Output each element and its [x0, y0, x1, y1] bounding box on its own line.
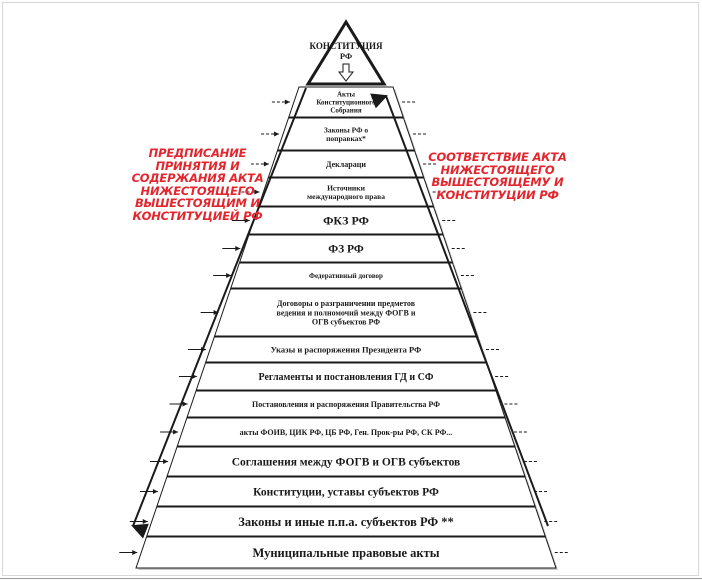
level-arrow-head: [213, 310, 219, 315]
level-arrow-head: [226, 273, 232, 278]
pyramid-level-8: Договоры о разграничении предметовведени…: [200, 288, 488, 338]
apex-triangle-shape: [305, 19, 387, 86]
level-arrow-head: [173, 429, 179, 435]
level-arrow-head: [182, 401, 188, 407]
level-label: Регламенты и постановления ГД и СФ: [259, 372, 434, 383]
level-box: [166, 446, 526, 477]
level-label: ФКЗ РФ: [323, 214, 369, 228]
level-label: Указы и распоряжения Президента РФ: [271, 345, 422, 355]
level-label: международного права: [307, 192, 385, 201]
apex-down-arrow-icon: [337, 63, 355, 82]
pyramid-level-6: ФЗ РФ: [222, 234, 466, 264]
level-label: Договоры о разграничении предметов: [277, 299, 416, 308]
level-label: Соглашения между ФОГВ и ОГВ субъектов: [232, 457, 461, 469]
left-long-arrow-down: [131, 87, 307, 539]
apex-label: РФ: [340, 51, 352, 61]
side-arrows: [131, 87, 549, 539]
level-label: поправках*: [326, 134, 366, 143]
level-box: [176, 417, 516, 447]
pyramid-level-3: Деклараци: [250, 150, 438, 179]
bottom-divider: [0, 578, 702, 579]
level-label: Собрания: [330, 107, 362, 115]
level-label: акты ФОИВ, ЦИК РФ, ЦБ РФ, Ген. Прок-ры Р…: [240, 428, 453, 437]
level-label: Источники: [327, 183, 365, 192]
pyramid-level-14: Конституции, уставы субъектов РФ: [139, 476, 549, 508]
level-arrow-head: [263, 161, 269, 167]
pyramid-level-11: Постановления и распоряжения Правительст…: [169, 390, 519, 419]
left-note-prescription: ПРЕДПИСАНИЕ ПРИНЯТИЯ И СОДЕРЖАНИЯ АКТА Н…: [131, 146, 264, 223]
level-arrow-head: [142, 519, 148, 524]
level-box: [186, 390, 506, 418]
level-arrow-head: [132, 550, 138, 555]
level-arrow-head: [152, 489, 158, 494]
level-label: Конституционного: [316, 99, 376, 107]
level-arrow-head: [274, 131, 280, 137]
level-label: ОГВ субъектов РФ: [312, 318, 380, 327]
level-box: [257, 177, 435, 207]
level-arrow-head: [235, 246, 241, 251]
level-box: [267, 150, 425, 178]
level-label: Конституции, уставы субъектов РФ: [253, 487, 439, 499]
level-label: Муниципальные правовые акты: [252, 546, 439, 560]
level-label: Постановления и распоряжения Правительст…: [252, 400, 440, 409]
level-box: [146, 506, 546, 537]
level-box: [276, 117, 416, 151]
level-label: ФЗ РФ: [328, 244, 364, 256]
level-arrow-head: [284, 99, 290, 105]
pyramid-level-16: Муниципальные правовые акты: [119, 536, 569, 570]
right-note-conformity: СООТВЕТСТВИЕ АКТА НИЖЕСТОЯЩЕГО ВЫШЕСТОЯЩ…: [428, 150, 567, 202]
pyramid-level-9: Указы и распоряжения Президента РФ: [188, 336, 500, 364]
pyramid-level-10: Регламенты и постановления ГД и СФ: [178, 362, 510, 392]
level-label: Акты: [337, 90, 356, 98]
pyramid-level-12: акты ФОИВ, ЦИК РФ, ЦБ РФ, Ген. Прок-ры Р…: [160, 417, 528, 448]
level-label: Законы и иные п.п.а. субъектов РФ **: [238, 515, 454, 529]
level-arrow-head: [163, 459, 169, 464]
level-box: [195, 362, 497, 391]
right-long-arrow-up: [370, 93, 549, 527]
level-label: ведения и полномочий между ФОГВ и: [277, 308, 416, 317]
apex-label: КОНСТИТУЦИЯ: [310, 41, 383, 51]
level-box: [238, 234, 454, 263]
level-label: Законы РФ о: [324, 125, 369, 134]
level-label: Деклараци: [326, 160, 366, 169]
level-arrow-head: [254, 189, 260, 195]
level-box: [230, 262, 462, 289]
pyramid-level-5: ФКЗ РФ: [231, 206, 457, 236]
pyramid-level-13: Соглашения между ФОГВ и ОГВ субъектов: [150, 446, 538, 478]
level-arrow-head: [244, 218, 250, 223]
level-box: [135, 536, 557, 569]
level-box: [156, 476, 536, 507]
level-label: Федеративный договор: [309, 272, 383, 280]
pyramid-level-7: Федеративный договор: [213, 262, 475, 290]
pyramid-level-15: Законы и иные п.п.а. субъектов РФ **: [129, 506, 559, 538]
